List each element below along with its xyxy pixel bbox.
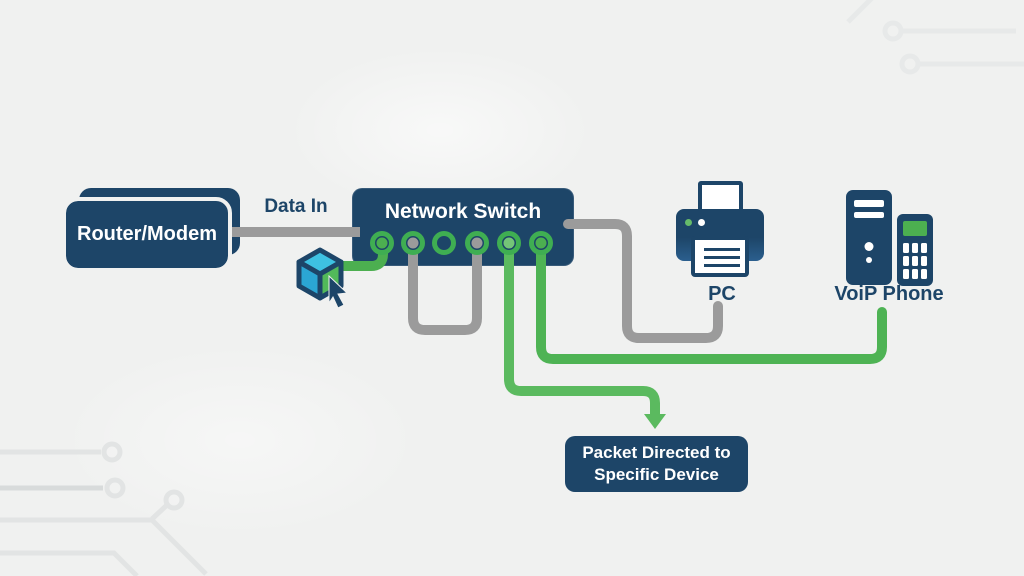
pc-label: PC [708,283,736,305]
switch-port-5 [497,231,521,255]
port-plug [407,237,419,249]
tower-vent-bar [854,200,884,207]
printer-green-led [685,219,692,226]
packet-directed-box: Packet Directed to Specific Device [565,436,748,492]
circuit-trace-bottom-left [0,441,208,576]
switch-port-6 [529,231,553,255]
cable-port2-to-port4-loop [408,243,482,335]
voip-phone-label: VoiP Phone [834,283,944,305]
printer-paper-output [691,236,749,277]
packet-arrowhead-icon [644,414,666,429]
tower-button-dot [864,242,874,251]
cable-switch-to-pc [563,219,723,343]
switch-port-1 [370,231,394,255]
cable-port5-to-packet-arrow [504,243,660,416]
router-modem-label: Router/Modem [77,223,217,245]
switch-port-2 [401,231,425,255]
cursor-icon [328,274,349,309]
data-in-label: Data In [264,196,328,217]
phone-keypad [903,243,927,279]
tower-button-dot [866,257,872,263]
circuit-trace-top-right [846,0,1024,75]
cable-port6-to-voip [536,238,887,364]
port-plug [376,237,388,249]
port-plug [503,237,515,249]
switch-port-4 [465,231,489,255]
printer-white-led [698,219,705,226]
tower-vent-bar [854,212,884,218]
network-switch-label: Network Switch [384,200,542,223]
port-plug [535,237,547,249]
pc-tower-icon [846,190,892,285]
printer-paper-line [704,264,740,267]
phone-screen [903,221,927,236]
printer-paper-line [704,256,740,259]
packet-box-line1: Packet Directed to [582,443,731,462]
port-plug [471,237,483,249]
router-modem-box: Router/Modem [62,197,232,272]
printer-paper-line [704,248,740,251]
phone-handset-icon [897,214,933,286]
switch-port-3 [432,231,456,255]
packet-box-line2: Specific Device [594,465,719,484]
